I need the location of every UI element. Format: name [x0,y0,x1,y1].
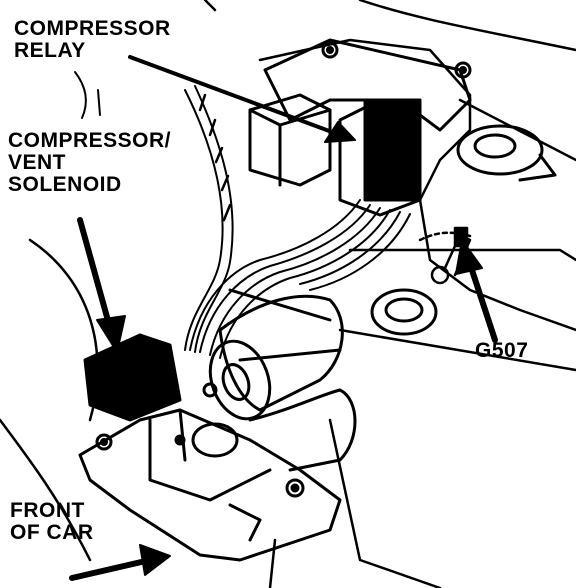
arrow-vent-solenoid [77,217,126,353]
wiring-harness [184,85,411,359]
solenoid-label-line2: VENT [8,151,67,174]
front-of-car-label-line2: OF CAR [10,521,94,544]
round-mount [370,124,557,336]
base-plate [78,382,342,562]
compressor-motor [208,288,357,472]
front-of-car-label: FRONT OF CAR [10,500,94,544]
compressor-relay-label: COMPRESSOR RELAY [14,18,171,62]
compressor-relay-label-line1: COMPRESSOR [14,17,171,40]
solenoid-label-line3: SOLENOID [8,173,122,196]
relay-housing [248,93,422,217]
solenoid-label-line1: COMPRESSOR/ [8,129,172,152]
front-of-car-label-line1: FRONT [10,499,85,522]
compressor-vent-solenoid-label: COMPRESSOR/ VENT SOLENOID [8,130,171,196]
arrow-g507 [455,239,498,343]
arrow-compressor-relay [128,55,356,143]
relay-bracket [263,38,472,132]
vent-solenoid [83,333,182,422]
g507-label: G507 [475,339,529,362]
compressor-relay-label-line2: RELAY [14,39,86,62]
label-tick-marks [74,71,101,119]
arrow-front-of-car [69,544,171,581]
